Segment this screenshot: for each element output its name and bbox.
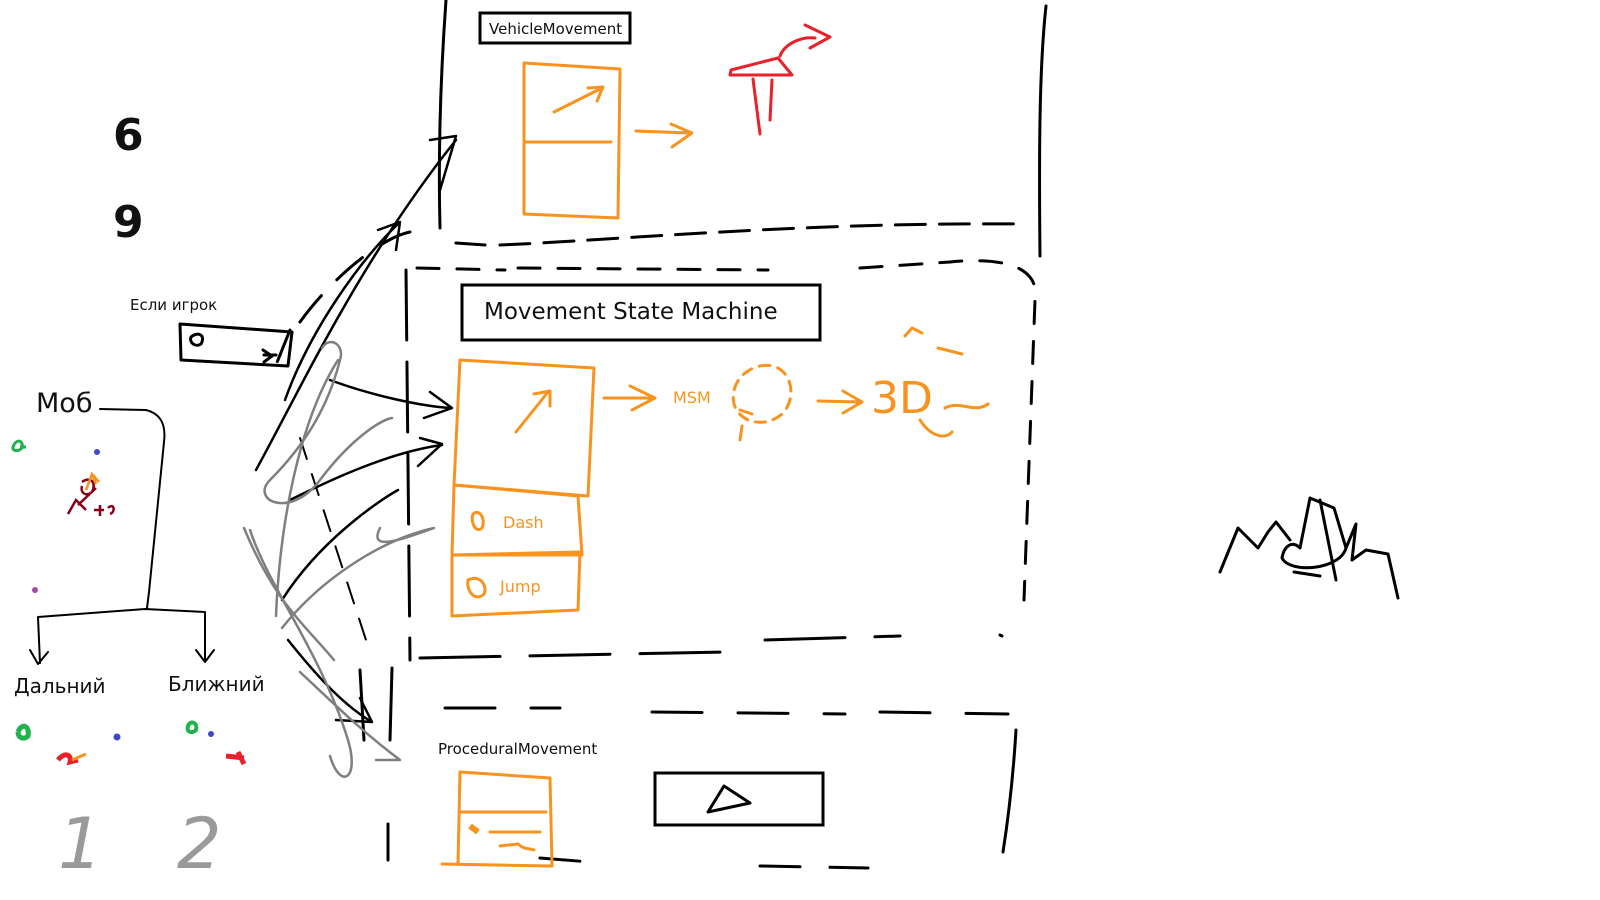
right-arrow-icon xyxy=(816,389,864,415)
three-d-label: 3D xyxy=(871,373,933,424)
vehicle-section-frame xyxy=(437,0,1048,258)
up-right-arrow-icon xyxy=(552,85,605,114)
mob-label: Моб xyxy=(36,388,92,419)
procedural-play-box xyxy=(653,771,825,827)
right-arrow-icon xyxy=(602,384,657,412)
msm-module-box xyxy=(450,358,596,618)
vehicle-module-box xyxy=(522,61,622,220)
refresh-circle-icon xyxy=(731,363,793,442)
melee-count: 2 xyxy=(177,803,222,885)
procedural-section-frame xyxy=(386,706,1018,870)
spider-icon xyxy=(1218,496,1400,600)
msm-title: Movement State Machine xyxy=(484,299,778,325)
black-connector-arrows xyxy=(254,134,458,742)
dash-icon xyxy=(470,511,485,531)
mob-color-scribbles xyxy=(11,439,247,766)
procedural-title: ProceduralMovement xyxy=(438,740,597,758)
three-d-sparks xyxy=(903,326,990,438)
melee-label: Ближний xyxy=(168,672,265,696)
ranged-count: 1 xyxy=(58,803,103,885)
msm-section-frame xyxy=(404,259,1038,662)
msm-title-box xyxy=(460,283,822,342)
mob-tree xyxy=(29,408,215,665)
msm-label: MSM xyxy=(673,388,711,407)
red-stick-figure-icon xyxy=(728,23,832,136)
right-arrow-icon xyxy=(634,122,694,149)
number-nine: 9 xyxy=(113,197,144,248)
gray-connector-scribbles xyxy=(242,340,436,778)
vehicle-title-box xyxy=(478,11,632,45)
player-label: Если игрок xyxy=(130,296,217,314)
up-right-arrow-icon xyxy=(514,389,552,434)
ranged-label: Дальний xyxy=(14,674,106,698)
gamepad-icon xyxy=(178,322,294,368)
jump-icon xyxy=(466,577,487,599)
vehicle-title: VehicleMovement xyxy=(489,20,622,38)
dash-label: Dash xyxy=(503,513,544,532)
jump-label: Jump xyxy=(499,577,541,596)
number-six: 6 xyxy=(113,110,144,161)
procedural-module-box xyxy=(440,770,554,868)
play-icon xyxy=(706,784,752,814)
